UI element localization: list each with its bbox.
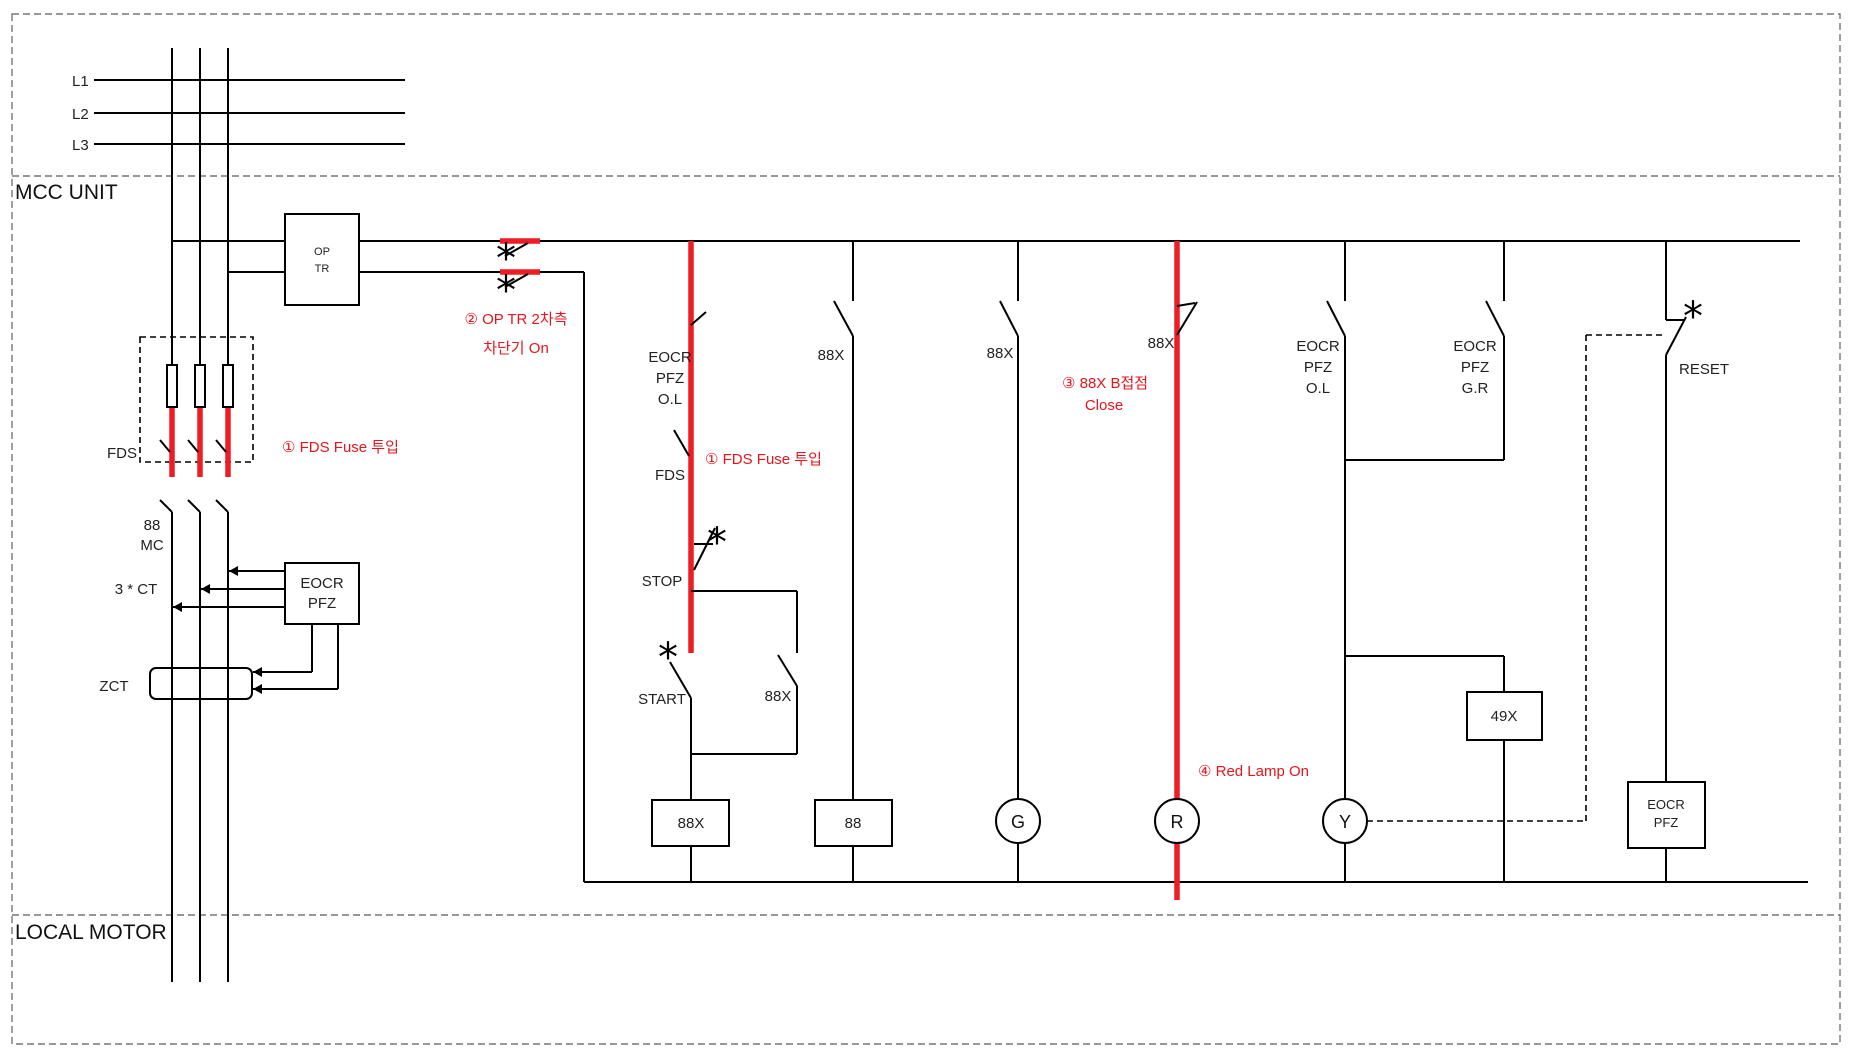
annotation-step1-power: ① FDS Fuse 투입 [282,439,399,456]
mcc-unit-label: MCC UNIT [15,181,118,204]
c7-reset-label: RESET [1679,361,1729,378]
l1-label: L1 [72,73,89,90]
c3-contact-label: 88X [987,345,1014,362]
column-red-lamp [1154,241,1200,900]
mc-label-top: 88 [144,517,161,534]
c6-eocr-label-2: PFZ [1461,359,1489,376]
annotation-step4: ④ Red Lamp On [1198,763,1309,780]
annotation-step2-line2: 차단기 On [483,340,549,357]
c1-eocr-label-2: PFZ [656,370,684,387]
c5-eocr-label-2: PFZ [1304,359,1332,376]
start-star-icon: * [658,635,678,681]
ct-label: 3 * CT [115,581,158,598]
op-transformer [172,213,1808,883]
annotation-step1-control: ① FDS Fuse 투입 [705,451,822,468]
c1-fds-label: FDS [655,467,685,484]
eocr-label-top: EOCR [300,575,344,592]
breaker-star-icon-2: * [496,268,516,314]
c1-coil-label: 88X [678,815,705,832]
section-frames [11,13,1841,1045]
mc-label-bottom: MC [140,537,163,554]
column-49x-coil [1466,241,1543,882]
c6-eocr-label-3: G.R [1462,380,1489,397]
local-motor-label: LOCAL MOTOR [15,921,167,944]
annotation-step2-line1: ② OP TR 2차측 [464,311,567,328]
c4-contact-label: 88X [1148,335,1175,352]
stop-star-icon: * [707,520,727,566]
column-88x-coil [651,241,798,882]
column-reset [1627,241,1706,882]
green-lamp-label: G [1011,812,1025,832]
fds-fuse-switch [139,336,254,477]
column-yellow-lamp [1322,241,1665,882]
c1-stop-label: STOP [642,573,683,590]
l2-label: L2 [72,106,89,123]
fds-label: FDS [107,445,137,462]
column-88-coil [814,241,893,882]
c6-eocr-label-1: EOCR [1453,338,1497,355]
red-lamp-label: R [1171,812,1184,832]
yellow-lamp-label: Y [1339,812,1351,832]
op-tr-secondary-breaker [500,238,540,288]
op-tr-label-bottom: TR [315,263,330,275]
c2-contact-label: 88X [818,347,845,364]
main-contactor-88mc [159,499,229,513]
op-tr-label-top: OP [314,246,330,258]
ct-eocr-zct [149,562,360,700]
eocr-label-bottom: PFZ [308,595,336,612]
c1-88x-contact-label: 88X [765,688,792,705]
c7-eocr-label-1: EOCR [1647,797,1685,812]
annotation-step3-line1: ③ 88X B접점 [1062,375,1148,392]
column-green-lamp [995,241,1041,882]
c1-eocr-label-1: EOCR [648,349,692,366]
annotation-step3-line2: Close [1085,397,1123,414]
breaker-star-icon-1: * [496,236,516,282]
c5-eocr-label-1: EOCR [1296,338,1340,355]
c1-eocr-label-3: O.L [658,391,682,408]
l3-label: L3 [72,137,89,154]
three-phase-bus [94,48,405,982]
c5-eocr-label-3: O.L [1306,380,1330,397]
c7-eocr-label-2: PFZ [1654,815,1679,830]
c6-coil-label: 49X [1491,708,1518,725]
zct-label: ZCT [99,678,128,695]
c1-start-label: START [638,691,686,708]
c2-coil-label: 88 [845,815,862,832]
reset-star-icon: * [1683,294,1703,340]
